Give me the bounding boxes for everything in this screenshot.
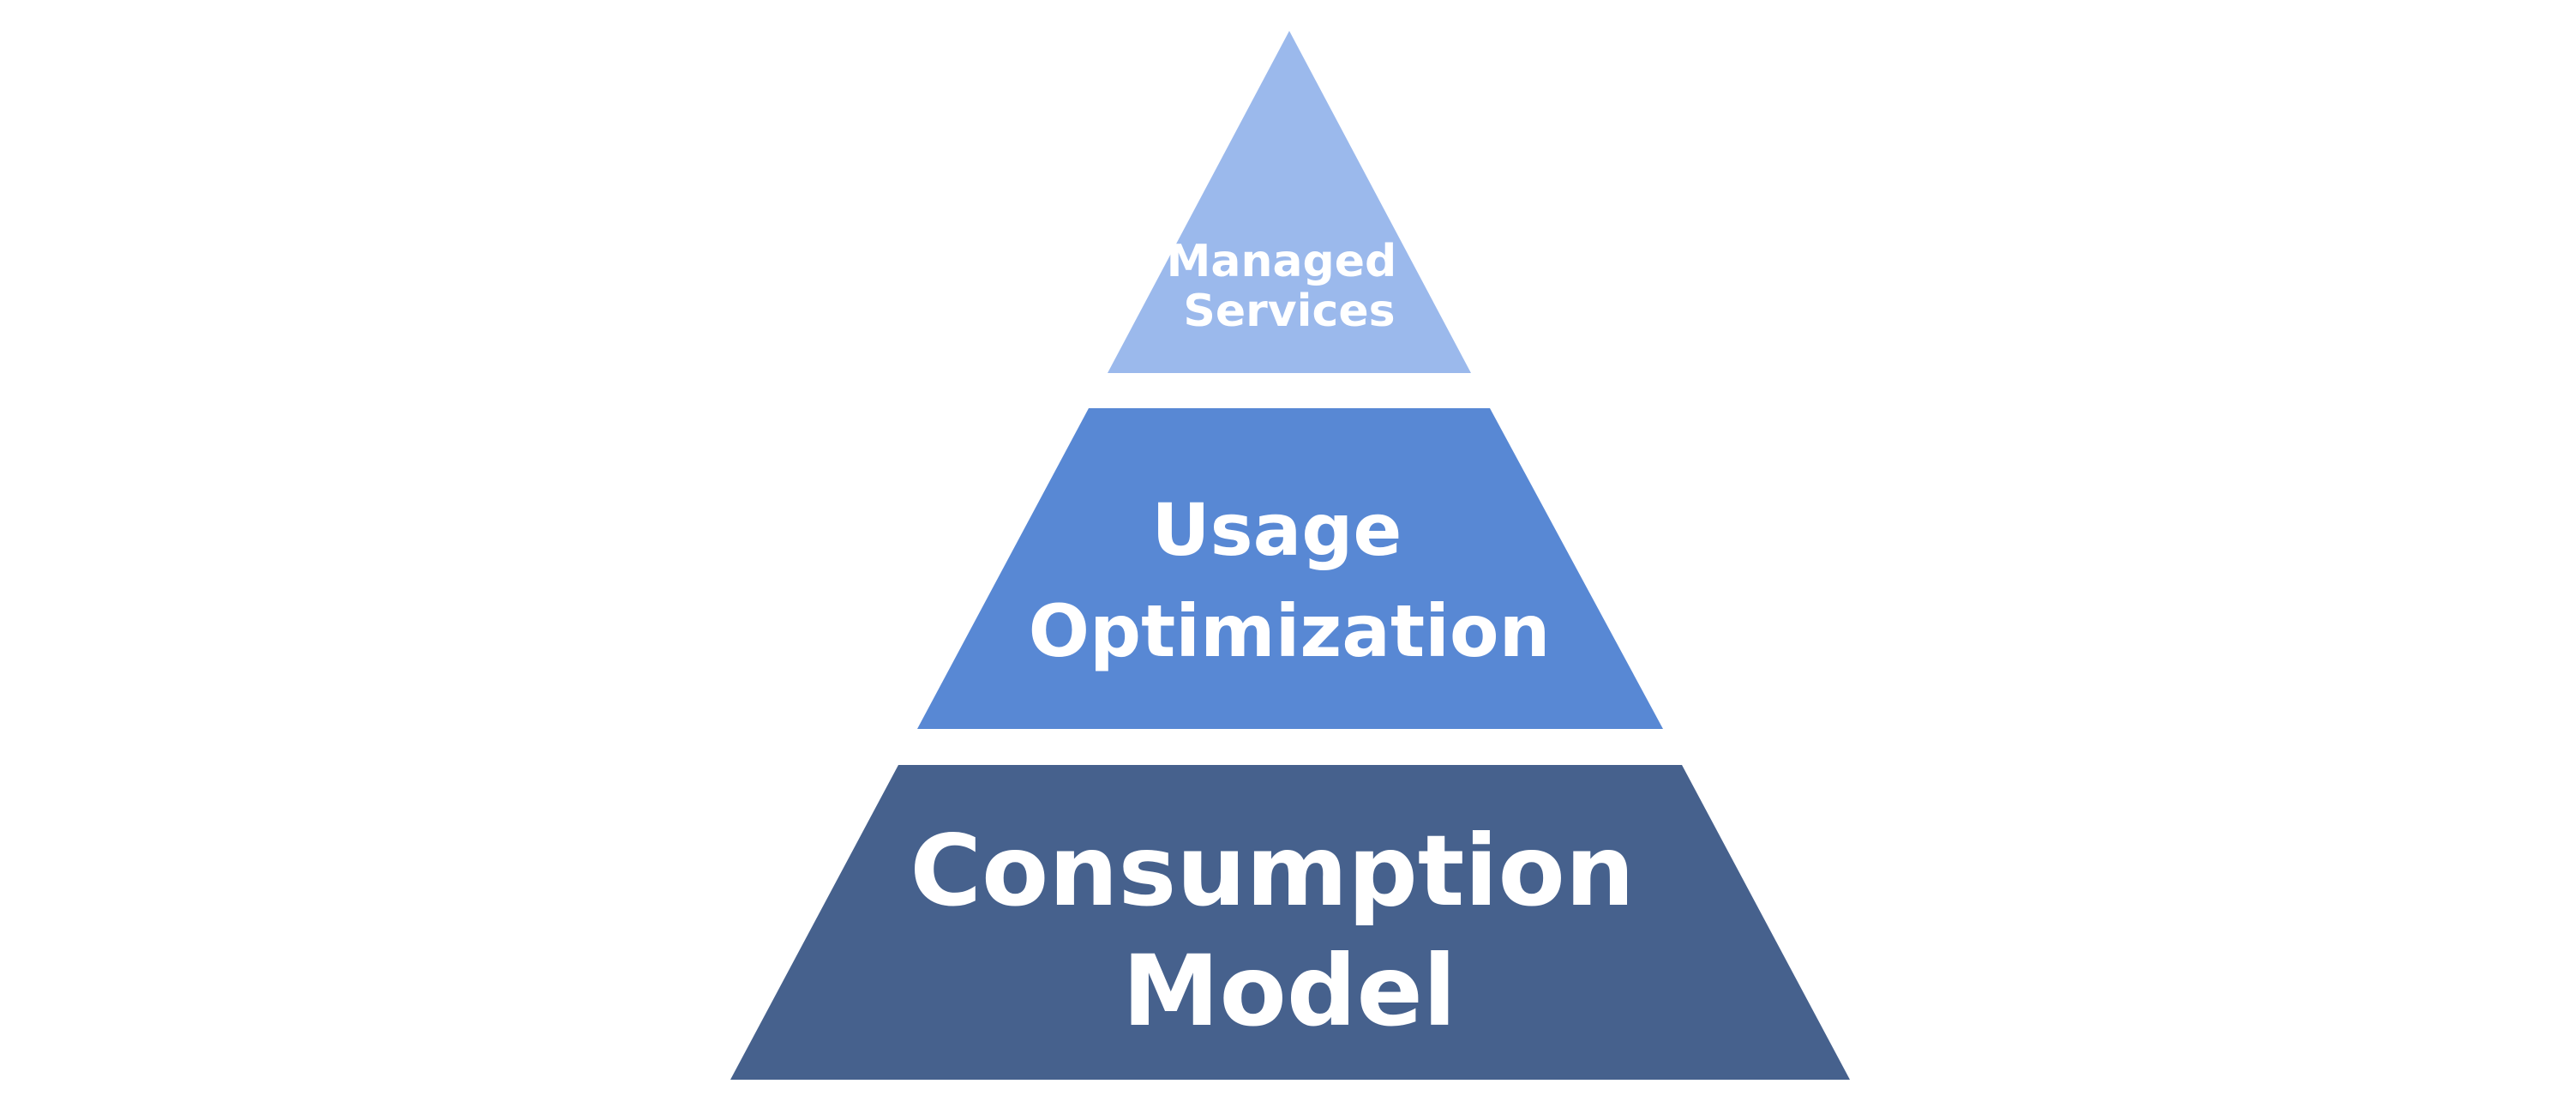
tier-middle-shape [917, 408, 1663, 729]
tier-bottom-line-1: Consumption [910, 814, 1635, 928]
tier-middle-line-2: Optimization [1029, 589, 1551, 673]
tier-bottom-shape [730, 765, 1850, 1080]
tier-top-label: Managed Services [1167, 236, 1413, 337]
tier-middle-line-1: Usage [1151, 488, 1402, 572]
tier-bottom-line-2: Model [1122, 934, 1456, 1048]
tier-middle-label: Usage Optimization [1029, 488, 1551, 673]
tier-usage-optimization: Usage Optimization [917, 408, 1663, 729]
tier-consumption-model: Consumption Model [730, 765, 1850, 1080]
tier-top-line-2: Services [1183, 286, 1395, 337]
tier-top-line-1: Managed [1167, 236, 1397, 287]
tier-bottom-label: Consumption Model [910, 814, 1668, 1048]
tier-top-shape [1108, 31, 1471, 373]
tier-managed-services: Managed Services [1108, 31, 1471, 373]
